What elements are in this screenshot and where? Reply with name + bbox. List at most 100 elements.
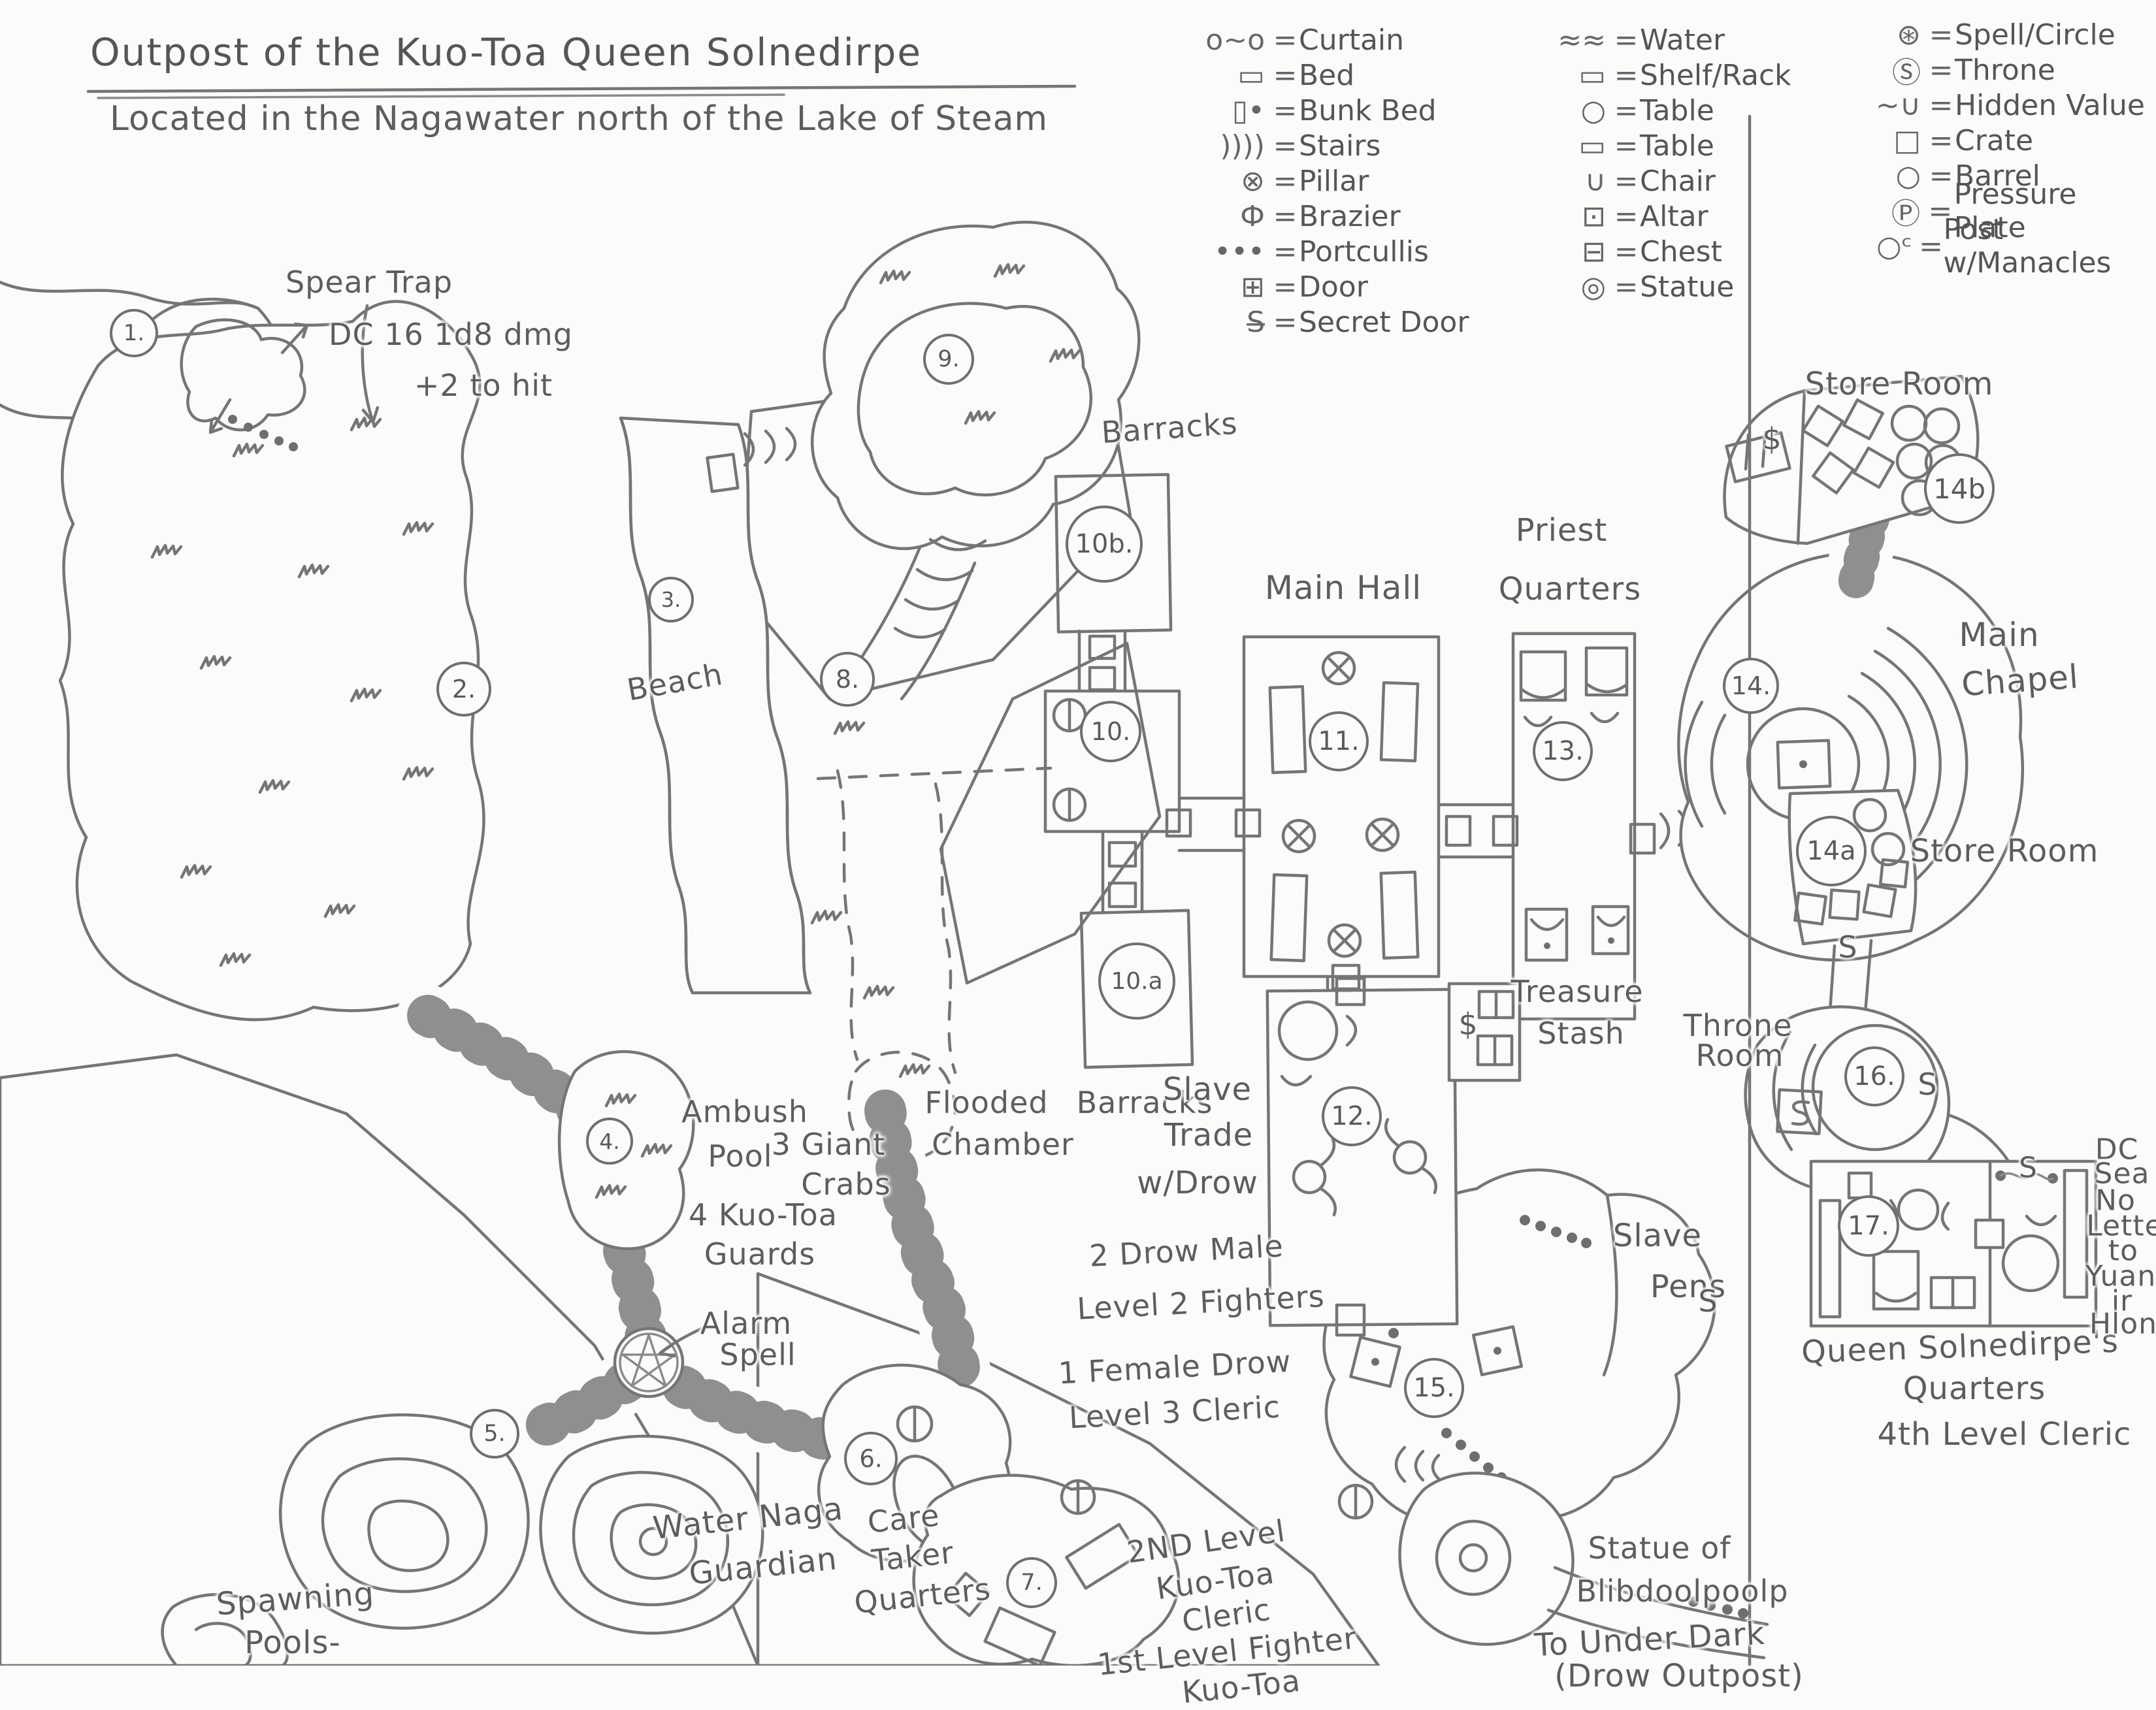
equals-sign: =: [1614, 23, 1639, 57]
legend-item-label: Altar: [1640, 199, 1708, 233]
legend-item-label: Pressure Plate: [1953, 178, 2077, 244]
main-chapel-room-14: [1677, 491, 2024, 962]
legend-item-label: Door: [1299, 270, 1368, 304]
legend-item: ⊟ = Chest: [1522, 234, 1791, 269]
equals-sign: =: [1273, 234, 1298, 268]
table-icon: ▭: [1578, 129, 1606, 163]
room-number: 1.: [110, 309, 158, 357]
map-label: Hlon: [2089, 1307, 2156, 1341]
map-label: Pools-: [244, 1624, 341, 1661]
legend-item-label: Bed: [1299, 58, 1355, 92]
legend-column-1: o~o = Curtain ▭ = Bed ▯• = Bunk Bed ))))…: [1181, 22, 1469, 340]
map-label: Main: [1959, 616, 2040, 654]
legend-item-label: Chest: [1640, 234, 1722, 268]
room-number: 6.: [844, 1432, 898, 1485]
legend-item: ◎ = Statue: [1522, 269, 1791, 304]
legend-item-label: Table: [1640, 93, 1714, 127]
map-label: Pens: [1650, 1268, 1727, 1305]
legend-item-label: Bunk Bed: [1299, 93, 1437, 127]
spawning-pools: [161, 1413, 764, 1666]
equals-sign: =: [1929, 123, 1953, 157]
equals-sign: =: [1273, 129, 1298, 163]
map-label: Store Room: [1805, 366, 1994, 402]
map-label: Room: [1695, 1038, 1784, 1073]
chest-icon: ⊟: [1582, 234, 1606, 268]
equals-sign: =: [1919, 229, 1944, 263]
water-icon: ≈≈: [1558, 23, 1606, 57]
room-number: 8.: [820, 652, 875, 707]
legend-item-label: Curtain: [1299, 23, 1405, 57]
cave-room-9: [810, 221, 1141, 701]
post-manacles-icon: [1292, 1118, 1437, 1217]
legend-item-label: Brazier: [1299, 199, 1401, 233]
map-symbol-mark: S: [2019, 1151, 2037, 1185]
equals-sign: =: [1614, 234, 1639, 268]
legend-item-label: Table: [1640, 129, 1714, 163]
portcullis-icon: •••: [1214, 234, 1265, 268]
legend-item: ⊛ = Spell/Circle: [1837, 17, 2156, 52]
legend-item-label: Shelf/Rack: [1640, 58, 1791, 92]
room-number: 14b: [1924, 453, 1995, 524]
legend-item: )))) = Stairs: [1181, 128, 1469, 163]
bed-icon: ▭: [1237, 58, 1265, 92]
legend-item: ⊗ = Pillar: [1181, 163, 1469, 199]
equals-sign: =: [1929, 159, 1953, 193]
stairs-icon: )))): [1220, 129, 1265, 163]
legend-item-label: Crate: [1955, 123, 2034, 157]
equals-sign: =: [1273, 58, 1298, 92]
legend-item: ▭ = Shelf/Rack: [1522, 57, 1791, 93]
map-label: Barracks: [1076, 1085, 1213, 1120]
room-number: 7.: [1006, 1557, 1057, 1608]
map-drawing: [0, 84, 2098, 1666]
flooded-chamber: [816, 766, 1053, 1162]
title-underline: [86, 84, 1077, 99]
legend-item: ≈≈ = Water: [1522, 22, 1791, 57]
statue-cave: [1398, 1472, 1769, 1660]
map-label: Lette: [2086, 1209, 2156, 1243]
legend-item-label: Secret Door: [1299, 305, 1469, 339]
map-label: to: [2108, 1234, 2139, 1268]
room-number: 15.: [1404, 1358, 1464, 1418]
legend-item: ▭ = Table: [1522, 128, 1791, 163]
map-label: Chamber: [932, 1127, 1074, 1162]
room-number: 10.: [1080, 701, 1141, 762]
slave-trade-room-12: [1266, 976, 1522, 1337]
altar-icon: ⊡: [1582, 199, 1606, 233]
priest-quarters-room-13: [1511, 632, 1707, 1021]
equals-sign: =: [1273, 93, 1298, 127]
legend-item-label: Hidden Value: [1955, 88, 2145, 122]
legend-item: Ⓟ = Pressure Plate: [1837, 178, 2156, 244]
map-label: ir: [2111, 1284, 2133, 1318]
map-label: Slave: [1612, 1218, 1703, 1254]
legend-column-2: ≈≈ = Water ▭ = Shelf/Rack ○ = Table ▭ = …: [1522, 22, 1791, 304]
scanned-map-page: Outpost of the Kuo-Toa Queen Solnedirpe …: [0, 17, 2156, 1710]
throne-room-16: [1744, 1005, 1951, 1195]
room-number: 11.: [1309, 711, 1369, 771]
legend-column-3: ⊛ = Spell/Circle Ⓢ = Throne ~∪ = Hidden …: [1837, 17, 2156, 280]
map-label: Spell: [719, 1337, 796, 1372]
curtain-icon: [1995, 1170, 2058, 1184]
altar-icon: [1349, 1325, 1524, 1388]
legend-item-label: Spell/Circle: [1955, 18, 2115, 52]
map-label: (Drow Outpost): [1554, 1658, 1804, 1694]
map-label: +2 to hit: [414, 368, 553, 403]
throne-icon: Ⓢ: [1892, 56, 1921, 89]
barracks-rooms: [1043, 473, 1262, 1069]
equals-sign: =: [1928, 194, 1953, 228]
legend-item: Ф = Brazier: [1181, 199, 1469, 234]
crate-icon: □: [1893, 123, 1921, 157]
map-subtitle: Located in the Nagawater north of the La…: [110, 99, 1049, 138]
map-symbol-mark: $: [1458, 1007, 1478, 1042]
crate-icon: [1801, 398, 1895, 494]
equals-sign: =: [1929, 18, 1953, 52]
legend-item: ○ = Barrel: [1837, 158, 2156, 193]
legend-item-label: Pillar: [1299, 164, 1369, 198]
room-number: 4.: [586, 1118, 633, 1165]
chair-icon: ∪: [1584, 164, 1606, 198]
map-label: Trade: [1164, 1117, 1254, 1153]
legend-item: ▭ = Bed: [1181, 57, 1469, 93]
legend-item-label: Portcullis: [1299, 234, 1429, 268]
portcullis-icon: [1688, 1596, 1748, 1619]
beach-room-3: [619, 416, 812, 995]
map-label: Alarm: [700, 1306, 792, 1341]
